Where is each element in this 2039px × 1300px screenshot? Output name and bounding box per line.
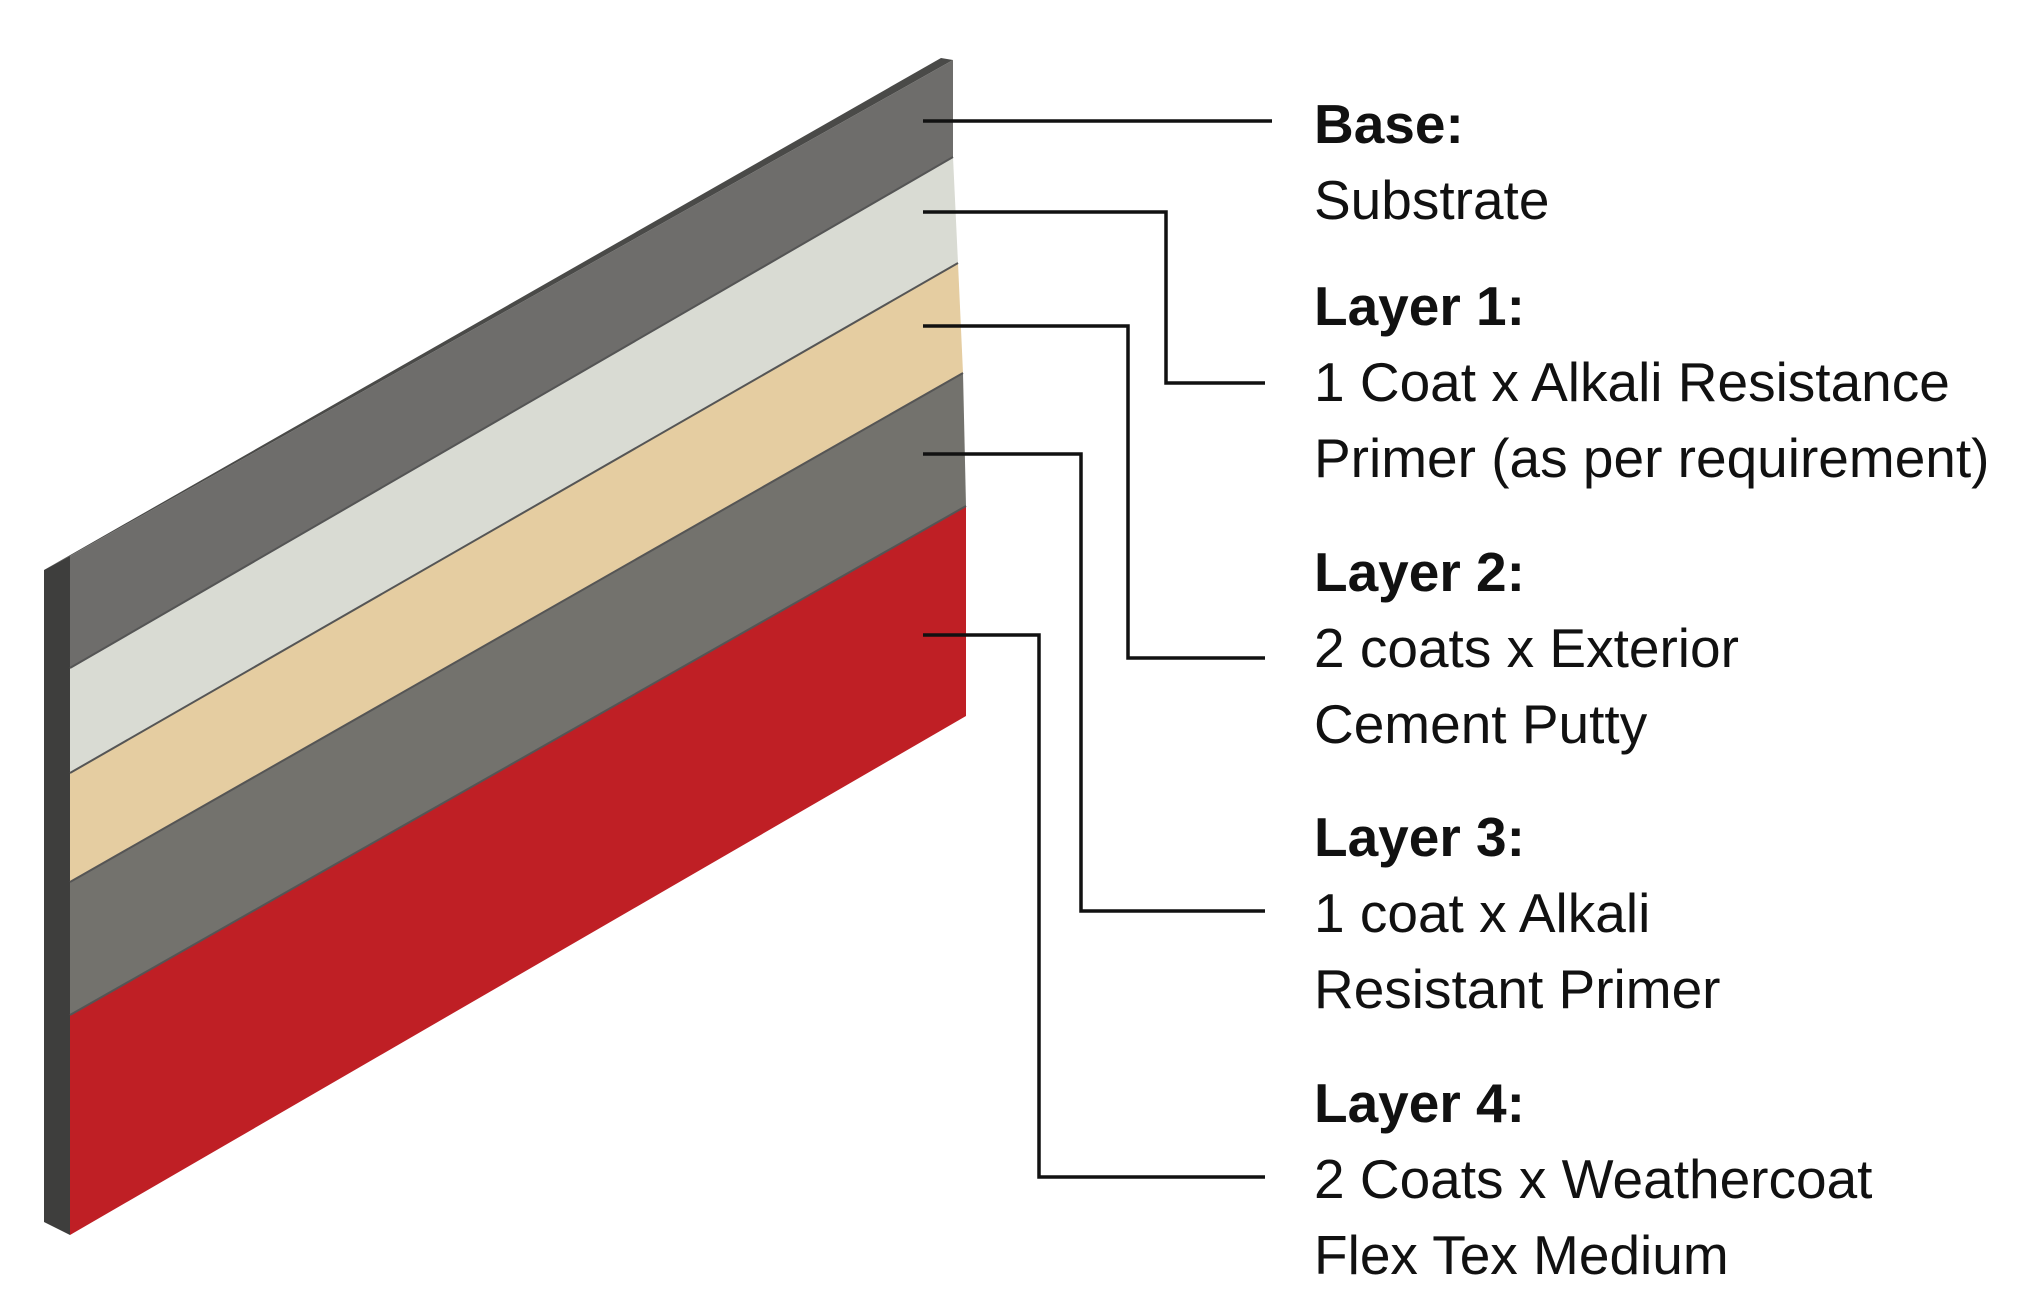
label-base: Base: Substrate: [1314, 86, 1549, 238]
layer-band-3: [70, 373, 966, 1015]
leader-line-3: [923, 452, 1265, 913]
label-base-line-1: Substrate: [1314, 169, 1550, 231]
label-layer-4-line-1: 2 Coats x Weathercoat: [1314, 1148, 1873, 1210]
label-layer-2: Layer 2: 2 coats x Exterior Cement Putty: [1314, 534, 1739, 762]
label-layer-3: Layer 3: 1 coat x Alkali Resistant Prime…: [1314, 799, 1720, 1027]
panel-side-edge: [44, 556, 70, 1235]
label-layer-3-line-2: Resistant Primer: [1314, 958, 1721, 1020]
label-layer-1-title: Layer 1:: [1314, 275, 1525, 337]
label-layer-4: Layer 4: 2 Coats x Weathercoat Flex Tex …: [1314, 1065, 1872, 1293]
leader-line-4: [923, 633, 1265, 1179]
layer-band-2: [70, 263, 963, 882]
panel-top-edge: [44, 58, 953, 570]
label-layer-1-line-1: 1 Coat x Alkali Resistance: [1314, 351, 1950, 413]
label-layer-3-title: Layer 3:: [1314, 806, 1525, 868]
leader-line-2: [923, 324, 1265, 660]
label-layer-1-line-2: Primer (as per requirement): [1314, 427, 1990, 489]
label-layer-2-title: Layer 2:: [1314, 541, 1525, 603]
label-layer-4-line-2: Flex Tex Medium: [1314, 1224, 1729, 1286]
label-layer-4-title: Layer 4:: [1314, 1072, 1525, 1134]
layer-band-4: [70, 506, 966, 1235]
layer-band-1: [70, 157, 958, 773]
label-layer-2-line-1: 2 coats x Exterior: [1314, 617, 1739, 679]
label-layer-2-line-2: Cement Putty: [1314, 693, 1648, 755]
label-base-title: Base:: [1314, 93, 1464, 155]
layer-band-base: [70, 60, 953, 668]
leader-line-1: [923, 210, 1265, 385]
label-layer-3-line-1: 1 coat x Alkali: [1314, 882, 1651, 944]
label-layer-1: Layer 1: 1 Coat x Alkali Resistance Prim…: [1314, 268, 1989, 496]
